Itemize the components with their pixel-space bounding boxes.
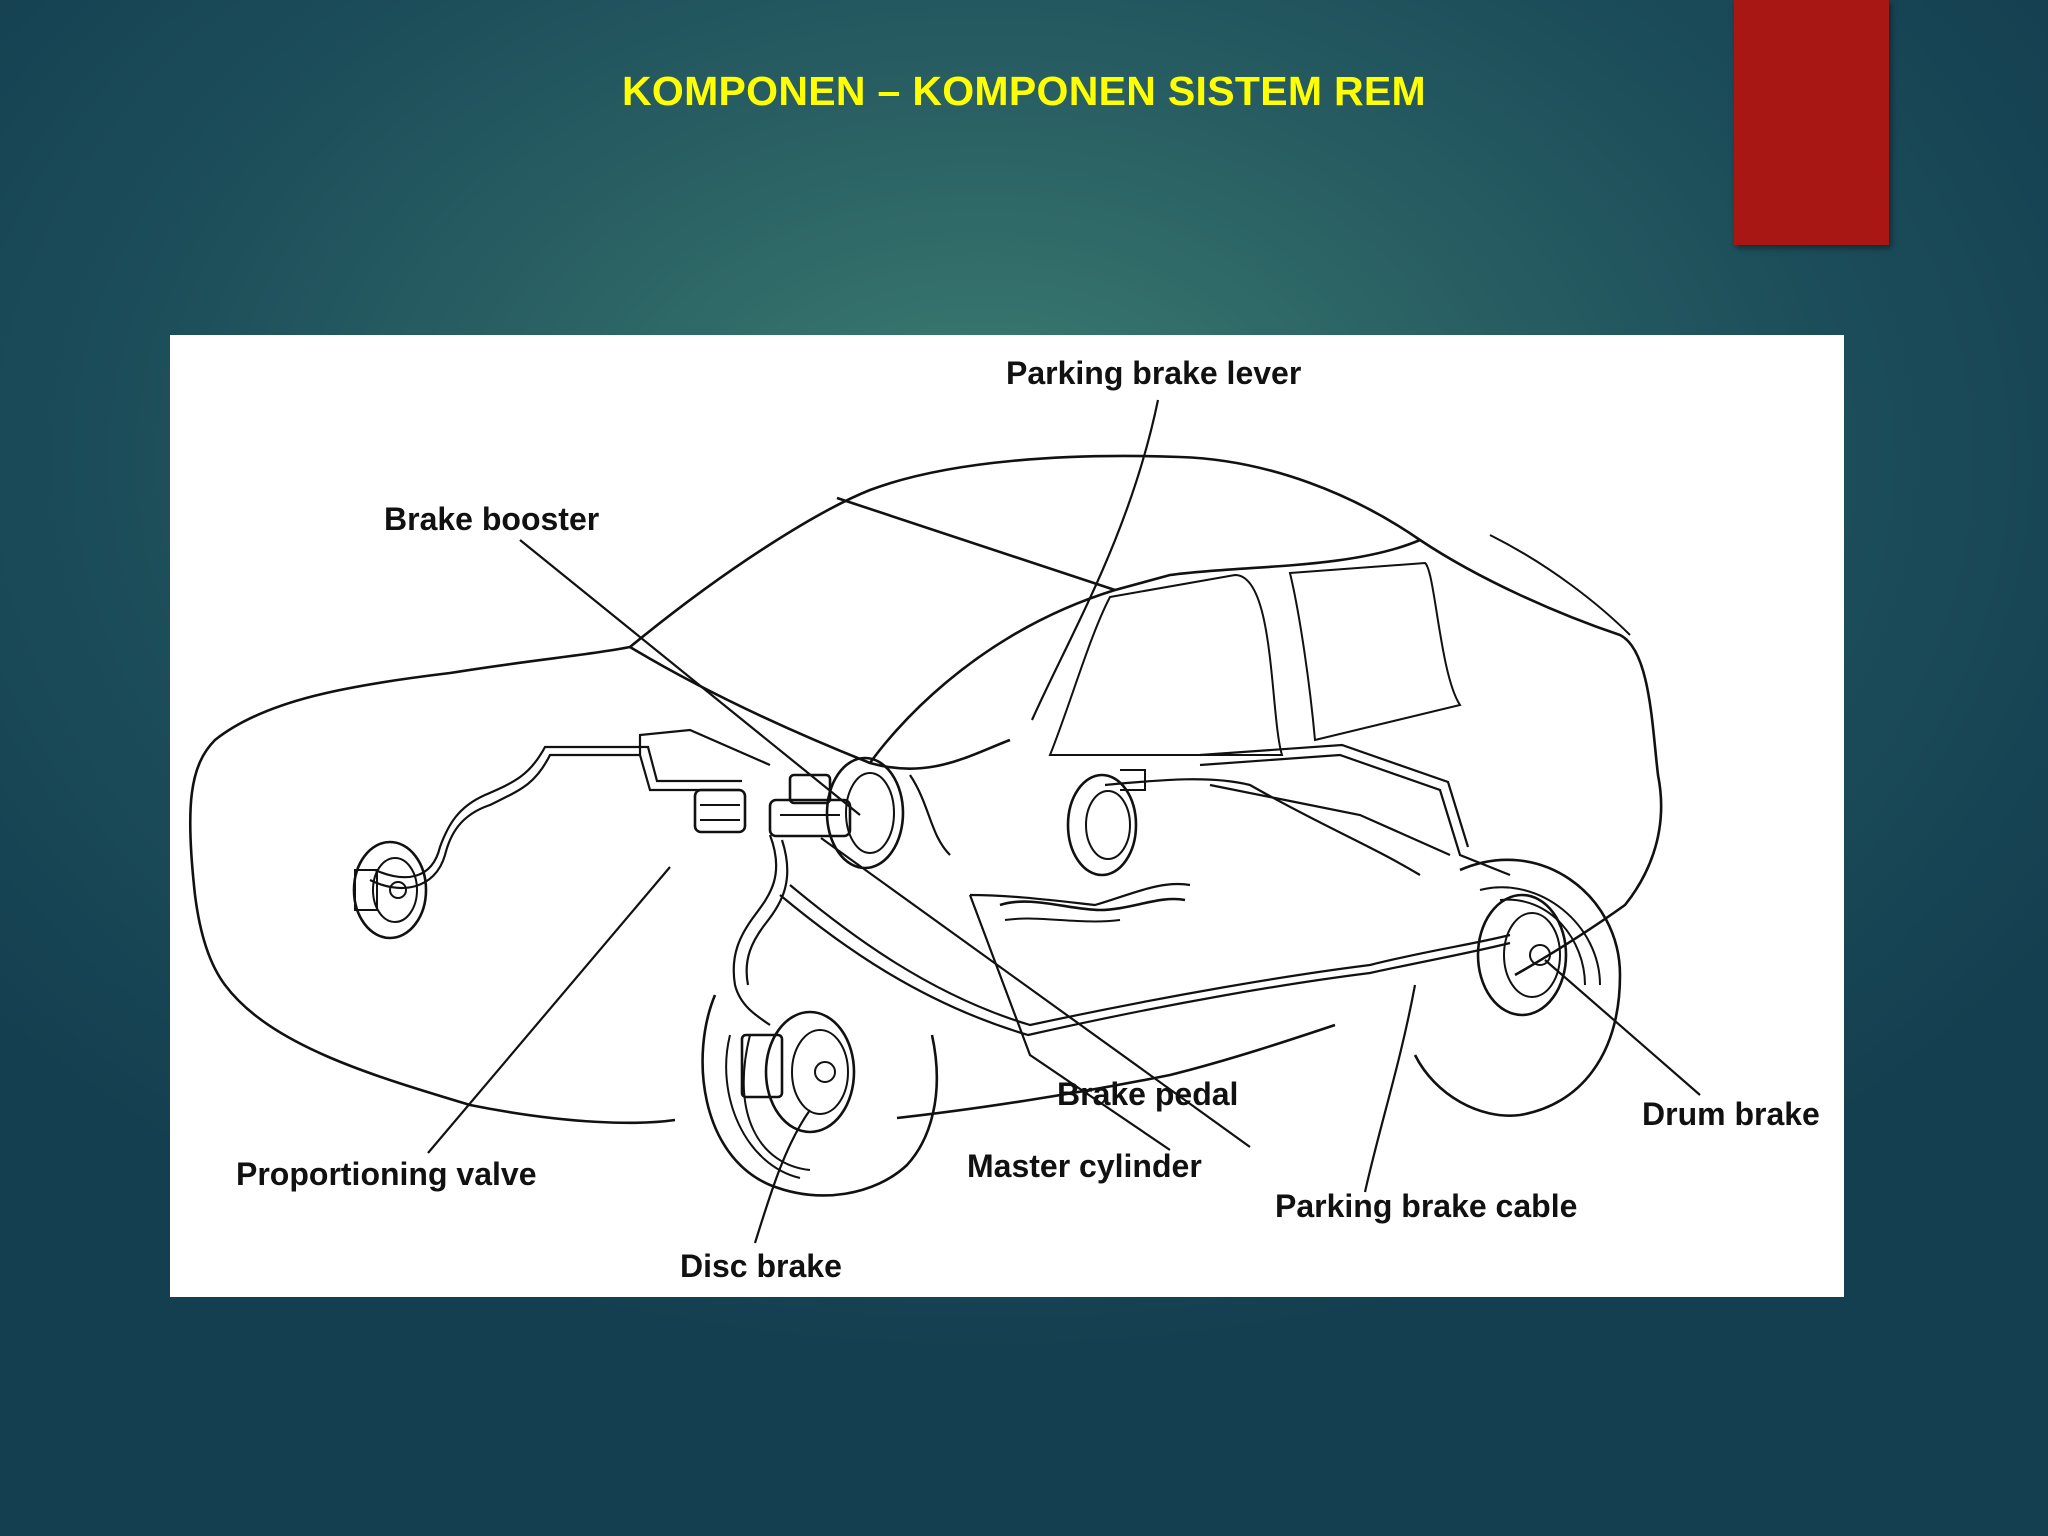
car-body-outline: [188, 454, 1663, 1197]
brake-system-diagram: Parking brake lever Brake booster Propor…: [170, 335, 1844, 1297]
brake-lines: [369, 728, 1511, 1037]
label-proportioning-valve: Proportioning valve: [236, 1156, 537, 1192]
label-brake-booster: Brake booster: [384, 501, 600, 537]
label-parking-brake-cable: Parking brake cable: [1275, 1188, 1578, 1224]
label-brake-pedal: Brake pedal: [1057, 1076, 1239, 1112]
label-master-cylinder: Master cylinder: [967, 1148, 1202, 1184]
parking-brake-lever-part: [999, 897, 1186, 923]
car-brake-illustration: [188, 399, 1701, 1244]
drum-brake-rear-left: [1066, 769, 1146, 877]
brake-booster-part: [825, 756, 905, 870]
disc-brake-front-left: [352, 840, 428, 940]
proportioning-valve-part: [693, 788, 747, 834]
label-disc-brake: Disc brake: [680, 1248, 842, 1284]
drum-brake-rear-right: [1476, 893, 1568, 1017]
disc-brake-front-right: [740, 1010, 856, 1134]
leader-lines: [427, 399, 1701, 1244]
red-accent-tab: [1734, 0, 1889, 245]
slide-title: KOMPONEN – KOMPONEN SISTEM REM: [621, 68, 1426, 114]
label-parking-brake-lever: Parking brake lever: [1006, 355, 1302, 391]
master-cylinder-part: [768, 773, 852, 838]
label-drum-brake: Drum brake: [1642, 1096, 1820, 1132]
